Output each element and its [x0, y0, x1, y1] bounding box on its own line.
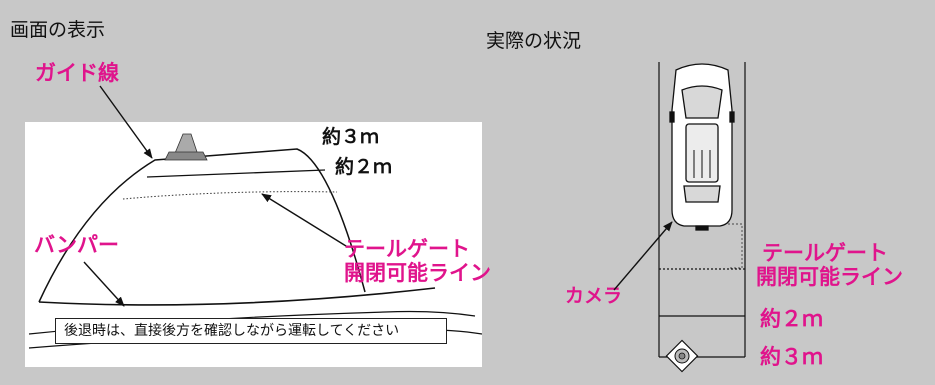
bumper-edge-1: [38, 287, 436, 306]
actual-tailgate-line-label-2: 開閉可能ライン: [756, 265, 903, 289]
tailgate-swing-outline: [728, 223, 743, 269]
car-top-view: [669, 63, 735, 231]
actual-tailgate-line-label-1: テールゲート: [762, 241, 888, 265]
camera-label: カメラ: [565, 285, 623, 307]
traffic-cone-icon: [665, 339, 699, 373]
guide-line-label: ガイド線: [35, 61, 119, 85]
bumper-label: バンパー: [34, 233, 120, 257]
distance-3m-label: 約３ｍ: [322, 126, 380, 148]
actual-distance-3m-label: 約３ｍ: [760, 345, 823, 369]
tailgate-line-label-2: 開閉可能ライン: [344, 261, 491, 285]
camera-arrow: [613, 221, 673, 291]
guide-line-arrow: [99, 85, 153, 159]
actual-distance-2m-label: 約２ｍ: [760, 307, 823, 331]
guide-line-3m: [38, 148, 366, 303]
actual-situation-heading: 実際の状況: [486, 30, 582, 52]
tailgate-line-arrow: [261, 193, 347, 247]
tailgate-dotted-line: [122, 191, 338, 200]
distance-2m-label: 約２ｍ: [335, 156, 393, 178]
warning-message: 後退時は、直接後方を確認しながら運転してください: [55, 318, 447, 344]
bumper-arrow: [83, 261, 125, 307]
parking-space: [658, 62, 746, 358]
screen-display-heading: 画面の表示: [10, 19, 106, 41]
camera-screen: 後退時は、直接後方を確認しながら運転してください: [25, 122, 482, 367]
tailgate-line-label-1: テールゲート: [344, 237, 470, 261]
guide-line-2m: [146, 169, 326, 178]
